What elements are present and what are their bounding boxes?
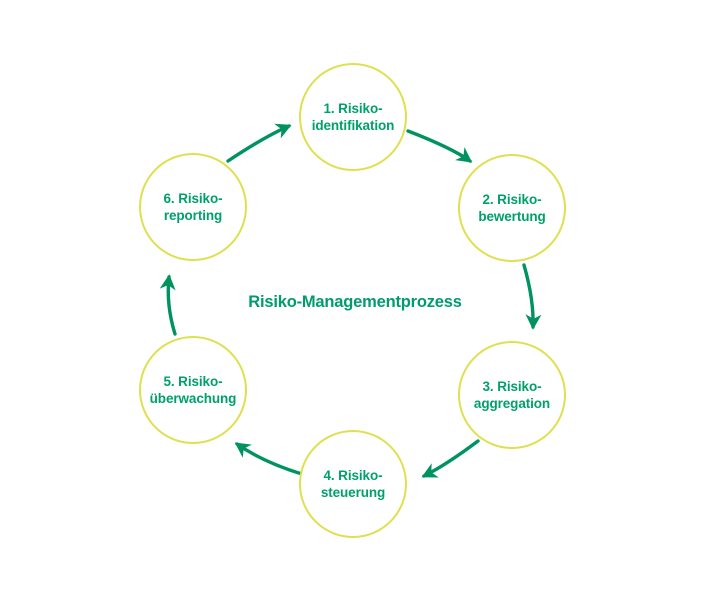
arrow-5-to-6 bbox=[159, 274, 177, 336]
process-step-4-label: 4. Risiko- steuerung bbox=[320, 467, 386, 500]
process-step-6-risikoreporting[interactable]: 6. Risiko- reporting bbox=[139, 153, 247, 261]
process-step-5-label: 5. Risiko- überwachung bbox=[149, 373, 237, 406]
arrow-3-to-4 bbox=[421, 439, 480, 478]
process-step-4-risikosteuerung[interactable]: 4. Risiko- steuerung bbox=[299, 430, 407, 538]
arrow-2-to-3 bbox=[522, 263, 542, 330]
process-step-5-risikoueberwachung[interactable]: 5. Risiko- überwachung bbox=[139, 336, 247, 444]
diagram-center-title: Risiko-Managementprozess bbox=[248, 293, 462, 311]
process-step-1-risikoidentifikation[interactable]: 1. Risiko- identifikation bbox=[299, 63, 407, 171]
process-step-2-risikobewertung[interactable]: 2. Risiko- bewertung bbox=[458, 154, 566, 262]
process-step-3-label: 3. Risiko- aggregation bbox=[473, 378, 551, 411]
process-step-2-label: 2. Risiko- bewertung bbox=[478, 191, 546, 224]
process-step-6-label: 6. Risiko- reporting bbox=[163, 190, 223, 223]
process-step-3-risikoaggregation[interactable]: 3. Risiko- aggregation bbox=[458, 341, 566, 449]
arrow-4-to-5 bbox=[234, 442, 304, 476]
arrow-1-to-2 bbox=[406, 129, 473, 163]
arrow-6-to-1 bbox=[226, 123, 292, 163]
process-step-1-label: 1. Risiko- identifikation bbox=[311, 100, 395, 133]
